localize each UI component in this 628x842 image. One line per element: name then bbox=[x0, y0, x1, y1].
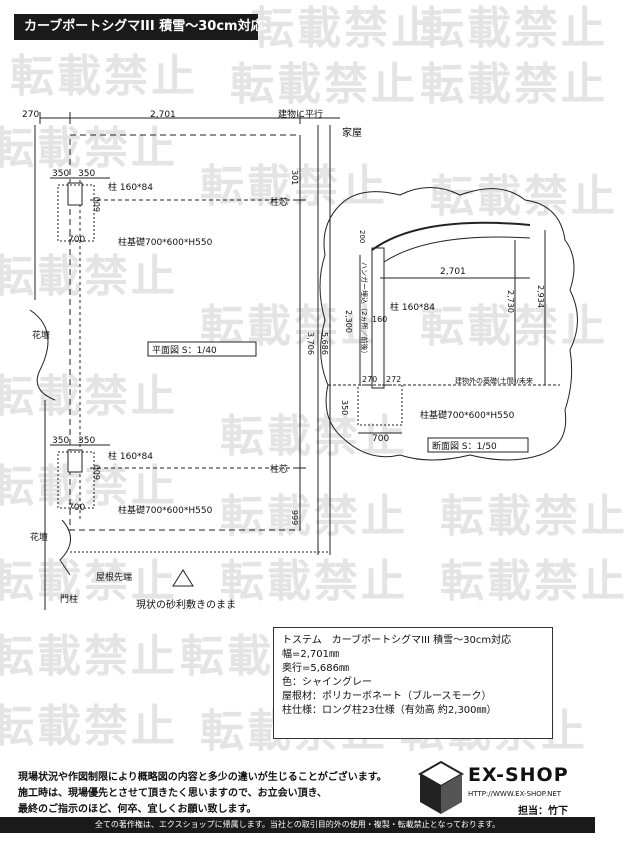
dim-label: 270 bbox=[22, 110, 39, 120]
foundation-label: 柱基礎700*600*H550 bbox=[118, 504, 213, 516]
logo-area: EX-SHOP HTTP://WWW.EX-SHOP.NET 担当：竹下 bbox=[417, 760, 578, 820]
drawing-canvas: 270 2,701 建物に平行 家屋 350 350 柱 160*84 600 … bbox=[22, 108, 578, 611]
notice-text: 現場状況や作図制限により概略図の内容と多少の違いが生じることがございます。 施工… bbox=[18, 770, 408, 818]
notice-line: 現場状況や作図制限により概略図の内容と多少の違いが生じることがございます。 bbox=[18, 772, 387, 783]
spec-line: 柱仕様：ロング柱23仕様（有効高 約2,300㎜） bbox=[282, 705, 497, 716]
dim-label: 999 bbox=[290, 510, 299, 525]
spec-line: 幅=2,701㎜ bbox=[282, 649, 340, 660]
footer-copyright: 全ての著作権は、エクスショップに帰属します。当社との取引目的外の使用・複製・転載… bbox=[0, 817, 595, 833]
foundation-top bbox=[57, 184, 95, 242]
section-dim-label: 2,300 bbox=[344, 310, 353, 333]
pillar-size-label: 柱 160*84 bbox=[108, 181, 153, 193]
foundation-bottom bbox=[57, 451, 95, 509]
spec-line: 屋根材：ポリカーボネート（ブルースモーク） bbox=[282, 691, 492, 702]
section-dim-label: 160 bbox=[372, 315, 387, 324]
brand-url: HTTP://WWW.EX-SHOP.NET bbox=[468, 790, 562, 798]
spec-line: トステム カーブポートシグマIII 積雪～30cm対応 bbox=[282, 635, 512, 646]
plan-title-box bbox=[147, 341, 257, 357]
section-foundation-label: 柱基礎700*600*H550 bbox=[420, 409, 515, 421]
ground-triangle-icon bbox=[172, 569, 194, 587]
pillar-core-label: 柱芯 bbox=[270, 463, 288, 475]
section-dim-label: 2,730 bbox=[506, 290, 515, 313]
dim-label: 700 bbox=[68, 503, 85, 513]
pillar-size-label: 柱 160*84 bbox=[108, 450, 153, 462]
section-pillar-label: 柱 160*84 bbox=[390, 301, 435, 313]
pillar-top bbox=[67, 182, 83, 206]
note-label: 建物に平行 bbox=[278, 108, 323, 120]
gate-label: 門柱 bbox=[60, 593, 78, 605]
pillar-bottom bbox=[67, 449, 83, 473]
dim-label: 700 bbox=[68, 235, 85, 245]
dim-label: 3,706 bbox=[306, 332, 315, 355]
person-in-charge: 担当：竹下 bbox=[518, 806, 568, 817]
dim-label: 350 bbox=[52, 436, 69, 446]
section-title-box bbox=[427, 437, 529, 453]
section-vertical-note: ハンガー埋込（2ヵ所／前後） bbox=[360, 262, 369, 357]
section-roof-inner bbox=[383, 236, 531, 263]
foundation-label: 柱基礎700*600*H550 bbox=[118, 236, 213, 248]
section-dim-label: 350 bbox=[340, 400, 349, 415]
section-dim-label: 2,701 bbox=[440, 267, 466, 277]
section-title: 断面図 S：1/50 bbox=[432, 440, 497, 452]
flowerbed-label: 花壇 bbox=[30, 531, 48, 543]
section-pillar bbox=[371, 247, 385, 389]
dim-label: 350 bbox=[78, 169, 95, 179]
notice-line: 施工時は、現場優先とさせて頂きたく思いますので、お立会い頂き、 bbox=[18, 788, 327, 799]
pillar-core-label: 柱芯 bbox=[270, 196, 288, 208]
plan-title: 平面図 S：1/40 bbox=[152, 345, 217, 356]
house-label: 家屋 bbox=[342, 126, 362, 139]
brand-name: EX-SHOP bbox=[468, 764, 569, 786]
section-ground-note: 建物外の基礎(土間)/未来 bbox=[455, 376, 533, 385]
section-roof bbox=[371, 221, 531, 251]
spec-line: 奥行=5,686㎜ bbox=[282, 663, 350, 674]
section-cloud bbox=[319, 187, 578, 461]
flowerbed-top bbox=[29, 309, 56, 401]
spec-line: 色：シャイングレー bbox=[282, 677, 372, 688]
ground-label: 現状の砂利敷きのまま bbox=[136, 598, 236, 611]
notice-line: 最終のご指示のほど、何卒、宜しくお願い致します。 bbox=[18, 804, 257, 815]
section-dim-label: 700 bbox=[372, 434, 389, 444]
section-dim-label: 2,934 bbox=[536, 285, 545, 308]
dim-label: 600 bbox=[93, 465, 102, 480]
section-vertical-note: 200 bbox=[358, 230, 366, 243]
dim-label: 301 bbox=[290, 170, 299, 185]
flowerbed-bottom bbox=[59, 519, 71, 576]
dim-label: 5,686 bbox=[320, 332, 329, 355]
roof-edge-label: 屋根先端 bbox=[96, 571, 132, 583]
section-foundation bbox=[357, 384, 403, 426]
section-dim-label: 272 bbox=[386, 375, 401, 384]
page-title: カーブポートシグマIII 積雪～30cm対応 bbox=[14, 14, 264, 40]
spec-box: トステム カーブポートシグマIII 積雪～30cm対応 幅=2,701㎜ 奥行=… bbox=[273, 627, 553, 739]
dim-label: 350 bbox=[52, 169, 69, 179]
dim-label: 2,701 bbox=[150, 110, 176, 120]
section-dim-label: 270 bbox=[362, 375, 377, 384]
dim-label: 600 bbox=[93, 197, 102, 212]
cube-logo-icon bbox=[417, 760, 465, 814]
dim-label: 350 bbox=[78, 436, 95, 446]
roof-outline bbox=[69, 134, 301, 531]
flowerbed-label: 花壇 bbox=[32, 329, 50, 341]
